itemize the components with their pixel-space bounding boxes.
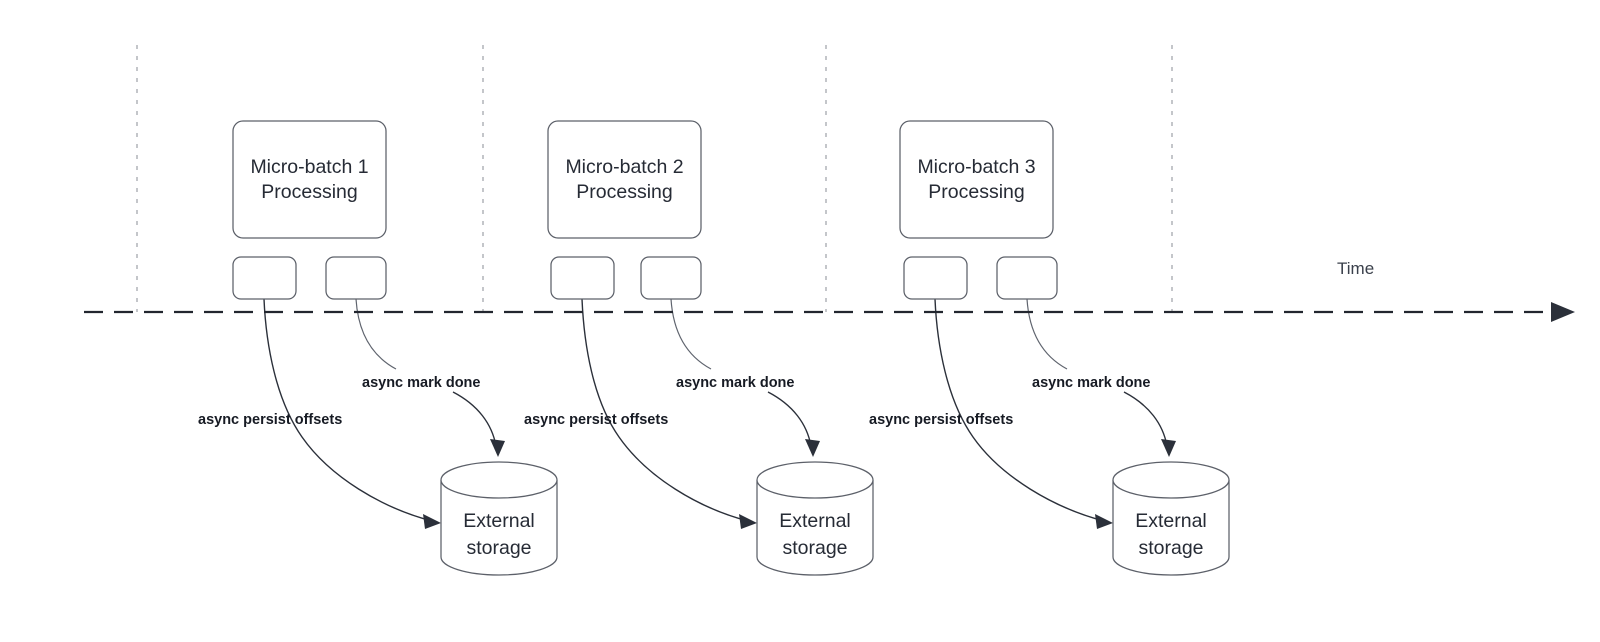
connectors-batch-1 bbox=[263, 298, 505, 529]
edge-async-mark-done-2 bbox=[670, 298, 712, 370]
micro-batch-3-group[interactable]: Micro-batch 3 Processing bbox=[899, 120, 1058, 300]
edge-arrowhead-persist-1 bbox=[423, 514, 441, 529]
edge-async-persist-offsets-1 bbox=[263, 298, 433, 522]
micro-batch-1-label-line2: Processing bbox=[261, 181, 357, 203]
edge-async-mark-done-3 bbox=[1026, 298, 1068, 370]
external-storage-3-label-line1: External bbox=[1135, 510, 1207, 532]
external-storage-2-label-line1: External bbox=[779, 510, 851, 532]
edge-async-mark-done-1 bbox=[355, 298, 397, 370]
external-storage-2-group[interactable]: External storage bbox=[756, 461, 874, 576]
micro-batch-3-box[interactable] bbox=[899, 120, 1054, 239]
persist-task-3-box[interactable] bbox=[903, 256, 968, 300]
edge-label-async-mark-done-1: async mark done bbox=[362, 375, 480, 391]
edge-async-mark-done-1b bbox=[452, 391, 497, 447]
mark-task-3-box[interactable] bbox=[996, 256, 1058, 300]
connectors-batch-2 bbox=[581, 298, 820, 529]
edge-label-async-persist-offsets-2: async persist offsets bbox=[524, 412, 668, 428]
edge-arrowhead-mark-1 bbox=[490, 439, 505, 457]
external-storage-1-cylinder-top bbox=[440, 479, 558, 499]
micro-batch-3-label-line1: Micro-batch 3 bbox=[917, 156, 1035, 178]
edge-label-async-mark-done-2: async mark done bbox=[676, 375, 794, 391]
micro-batch-2-label-line2: Processing bbox=[576, 181, 672, 203]
external-storage-2-cylinder-top bbox=[756, 479, 874, 499]
edge-async-mark-done-3b bbox=[1123, 391, 1168, 447]
timeline-arrowhead-icon bbox=[1551, 302, 1575, 322]
edge-arrowhead-persist-3 bbox=[1095, 514, 1113, 529]
edge-label-async-persist-offsets-1: async persist offsets bbox=[198, 412, 342, 428]
micro-batch-1-box[interactable] bbox=[232, 120, 387, 239]
edge-arrowhead-mark-3 bbox=[1161, 439, 1176, 457]
edge-labels: async persist offsets async mark done as… bbox=[198, 375, 1150, 428]
mark-task-1-box[interactable] bbox=[325, 256, 387, 300]
timeline-axis-label: Time bbox=[1337, 259, 1374, 278]
external-storage-1-label-line1: External bbox=[463, 510, 535, 532]
edge-label-async-persist-offsets-3: async persist offsets bbox=[869, 412, 1013, 428]
timeline-axis: Time bbox=[84, 259, 1575, 322]
edge-arrowhead-mark-2 bbox=[805, 439, 820, 457]
timeline-guides bbox=[136, 45, 1173, 312]
micro-batch-2-group[interactable]: Micro-batch 2 Processing bbox=[547, 120, 702, 300]
external-storage-2-label-line2: storage bbox=[782, 537, 847, 559]
edge-label-async-mark-done-3: async mark done bbox=[1032, 375, 1150, 391]
connectors-batch-3 bbox=[934, 298, 1176, 529]
edge-async-mark-done-2b bbox=[767, 391, 812, 447]
persist-task-2-box[interactable] bbox=[550, 256, 615, 300]
micro-batch-1-group[interactable]: Micro-batch 1 Processing bbox=[232, 120, 387, 300]
mark-task-2-box[interactable] bbox=[640, 256, 702, 300]
micro-batch-3-label-line2: Processing bbox=[928, 181, 1024, 203]
external-storage-3-cylinder-top bbox=[1112, 479, 1230, 499]
persist-task-1-box[interactable] bbox=[232, 256, 297, 300]
external-storage-3-label-line2: storage bbox=[1138, 537, 1203, 559]
edge-arrowhead-persist-2 bbox=[739, 514, 757, 529]
micro-batch-2-label-line1: Micro-batch 2 bbox=[565, 156, 683, 178]
edge-async-persist-offsets-3 bbox=[934, 298, 1105, 522]
external-storage-1-label-line2: storage bbox=[466, 537, 531, 559]
external-storage-3-group[interactable]: External storage bbox=[1112, 461, 1230, 576]
micro-batch-2-box[interactable] bbox=[547, 120, 702, 239]
external-storage-1-group[interactable]: External storage bbox=[440, 461, 558, 576]
edge-async-persist-offsets-2 bbox=[581, 298, 749, 522]
micro-batch-1-label-line1: Micro-batch 1 bbox=[250, 156, 368, 178]
